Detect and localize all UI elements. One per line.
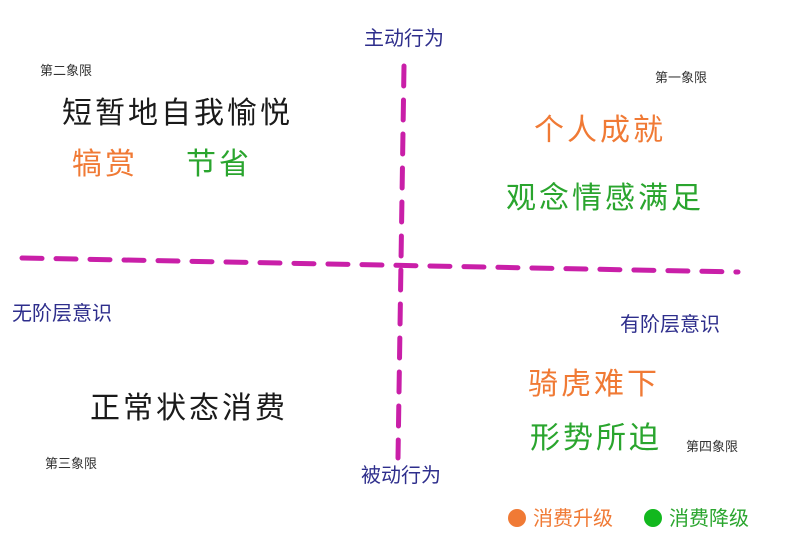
legend-downgrade-label: 消费降级 <box>669 506 749 530</box>
orange-dot-icon <box>508 509 526 527</box>
axis-label-left: 无阶层意识 <box>12 301 112 325</box>
q1-line-2: 观念情感满足 <box>506 181 704 216</box>
horizontal-axis <box>19 255 741 275</box>
quadrant-label-1: 第一象限 <box>655 70 708 85</box>
q4-line-1: 骑虎难下 <box>528 367 660 402</box>
q2-downgrade-text: 节省 <box>186 147 252 182</box>
q2-title: 短暂地自我愉悦 <box>62 96 293 131</box>
q3-title: 正常状态消费 <box>90 391 288 426</box>
q4-line-2: 形势所迫 <box>530 421 662 456</box>
legend-upgrade: 消费升级 <box>508 508 613 528</box>
axis-label-right: 有阶层意识 <box>620 312 720 336</box>
quadrant-label-4: 第四象限 <box>686 439 739 454</box>
quadrant-label-3: 第三象限 <box>45 456 98 471</box>
axis-label-bottom: 被动行为 <box>361 463 441 487</box>
axis-label-top: 主动行为 <box>364 26 444 50</box>
legend-downgrade: 消费降级 <box>644 508 749 528</box>
legend-upgrade-label: 消费升级 <box>533 506 613 530</box>
quadrant-label-2: 第二象限 <box>40 63 93 78</box>
vertical-axis <box>395 63 407 461</box>
green-dot-icon <box>644 509 662 527</box>
q2-upgrade-text: 犒赏 <box>72 147 138 182</box>
q1-line-1: 个人成就 <box>534 113 666 148</box>
